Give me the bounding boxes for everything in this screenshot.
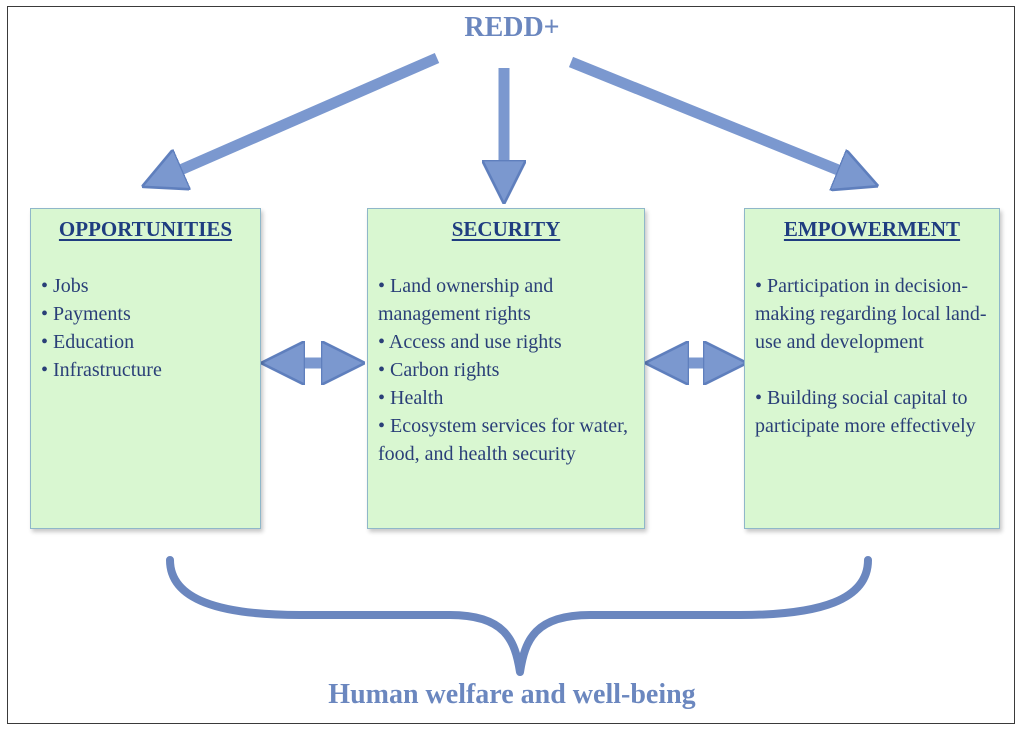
opportunities-box: OPPORTUNITIES • Jobs • Payments • Educat… xyxy=(30,208,261,529)
list-item: • Ecosystem services for water, food, an… xyxy=(378,415,628,465)
diagram-title: REDD+ xyxy=(464,12,560,43)
list-item: • Carbon rights xyxy=(378,359,500,381)
security-list: • Land ownership and management rights •… xyxy=(368,272,644,468)
arrow-to-opportunities xyxy=(162,52,440,178)
list-item: • Infrastructure xyxy=(41,359,162,381)
diagram-frame xyxy=(7,6,1015,724)
security-heading: SECURITY xyxy=(451,217,561,241)
empowerment-heading: EMPOWERMENT xyxy=(783,217,961,241)
empowerment-list: • Participation in decision-making regar… xyxy=(745,272,999,440)
list-item: • Access and use rights xyxy=(378,331,562,353)
list-item: • Education xyxy=(41,331,135,353)
opportunities-list: • Jobs • Payments • Education • Infrastr… xyxy=(31,272,260,384)
list-item: • Participation in decision-making regar… xyxy=(755,275,987,353)
list-item: • Jobs xyxy=(41,275,89,297)
security-box: SECURITY • Land ownership and management… xyxy=(367,208,645,529)
curly-brace xyxy=(166,556,872,676)
list-item: • Health xyxy=(378,387,444,409)
arrow-to-empowerment xyxy=(568,56,858,178)
list-item: • Building social capital to participate… xyxy=(755,387,976,437)
opportunities-heading: OPPORTUNITIES xyxy=(58,217,233,241)
list-item: • Land ownership and management rights xyxy=(378,275,554,325)
footer-caption: Human welfare and well-being xyxy=(328,679,696,710)
list-item: • Payments xyxy=(41,303,131,325)
empowerment-box: EMPOWERMENT • Participation in decision-… xyxy=(744,208,1000,529)
